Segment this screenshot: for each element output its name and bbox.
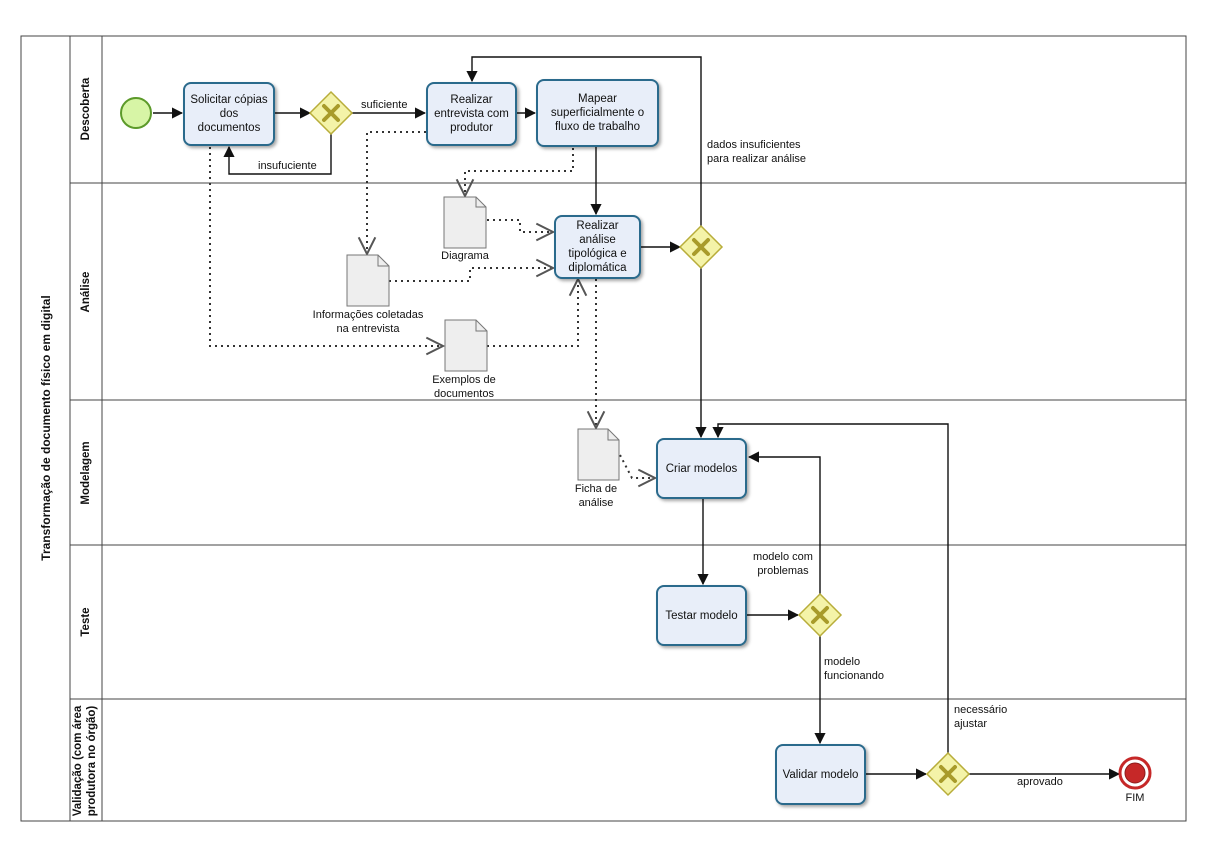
flow-label-dados-insuficientes-2: para realizar análise [707, 153, 807, 165]
gateway-documentos-suficientes [308, 90, 354, 136]
exclusive-gateway-icon [322, 104, 340, 122]
lane-title-validacao: Validação (com área produtora no órgão) [71, 701, 101, 821]
flow-dados-insuficientes [466, 56, 702, 226]
exclusive-gateway-icon [811, 606, 829, 624]
lane-title-modelagem: Modelagem [80, 441, 92, 505]
document-icon-informacoes [346, 254, 390, 307]
document-label-diagrama: Diagrama [441, 250, 489, 262]
lane-title-validacao-line1: Validação (com área [72, 705, 84, 817]
task-realizar-analise[interactable]: Realizar análise tipológica e diplomátic… [554, 215, 641, 279]
assoc-entrevista-to-informacoes [367, 131, 426, 254]
flow-insuficiente [223, 134, 332, 175]
end-event-inner [1124, 762, 1146, 784]
sequence-flows [153, 56, 1121, 780]
lane-title-descoberta: Descoberta [80, 77, 92, 141]
document-icon-diagrama [443, 196, 487, 249]
task-solicitar-copias[interactable]: Solicitar cópias dos documentos [183, 82, 275, 146]
task-validar-modelo[interactable]: Validar modelo [775, 744, 866, 805]
assoc-exemplos-to-analise [487, 279, 578, 347]
flow-label-modelo-funcionando-1: modelo [824, 656, 861, 668]
assoc-diagrama-to-analise [487, 219, 553, 232]
document-label-informacoes-1: Informações coletadas [312, 309, 424, 321]
flow-label-modelo-com-problemas-1: modelo com [753, 551, 813, 563]
exclusive-gateway-icon [692, 238, 710, 256]
document-label-informacoes-2: na entrevista [336, 323, 400, 335]
document-icon-ficha [577, 428, 620, 481]
document-label-exemplos-2: documentos [434, 388, 494, 400]
lane-title-teste: Teste [80, 607, 92, 637]
flow-label-necessario-ajustar-2: ajustar [954, 718, 988, 730]
data-associations [209, 131, 655, 478]
data-objects [346, 196, 620, 481]
flow-label-aprovado: aprovado [1017, 776, 1063, 788]
flow-necessario-ajustar [712, 423, 949, 753]
flow-modelo-com-problemas [747, 451, 821, 594]
flow-label-modelo-com-problemas-2: problemas [757, 565, 809, 577]
task-criar-modelos[interactable]: Criar modelos [656, 438, 747, 499]
gateway-dados-suficientes [678, 224, 724, 270]
task-realizar-entrevista[interactable]: Realizar entrevista com produtor [426, 82, 517, 146]
gateway-resultado-teste [797, 592, 843, 638]
document-label-ficha-1: Ficha de [574, 483, 618, 495]
exclusive-gateway-icon [939, 765, 957, 783]
pool-title: Transformação de documento físico em dig… [39, 295, 53, 561]
flow-label-dados-insuficientes-1: dados insuficientes [707, 139, 801, 151]
start-event [120, 97, 152, 129]
lane-title-analise: Análise [80, 271, 92, 313]
flow-label-insuficiente: insufuciente [258, 160, 317, 172]
assoc-solicitar-to-exemplos [209, 147, 443, 346]
document-label-exemplos-1: Exemplos de [432, 374, 496, 386]
lane-title-validacao-line2: produtora no órgão) [86, 705, 98, 817]
task-testar-modelo[interactable]: Testar modelo [656, 585, 747, 646]
flow-label-necessario-ajustar-1: necessário [954, 704, 1008, 716]
end-event-label: FIM [1125, 792, 1145, 804]
document-label-ficha-2: análise [578, 497, 614, 509]
assoc-ficha-to-criar [619, 454, 655, 478]
gateway-resultado-validacao [925, 751, 971, 797]
flow-label-suficiente: suficiente [361, 99, 408, 111]
document-icon-exemplos [444, 319, 488, 372]
flow-label-modelo-funcionando-2: funcionando [824, 670, 884, 682]
task-mapear-fluxo[interactable]: Mapear superficialmente o fluxo de traba… [536, 79, 659, 147]
